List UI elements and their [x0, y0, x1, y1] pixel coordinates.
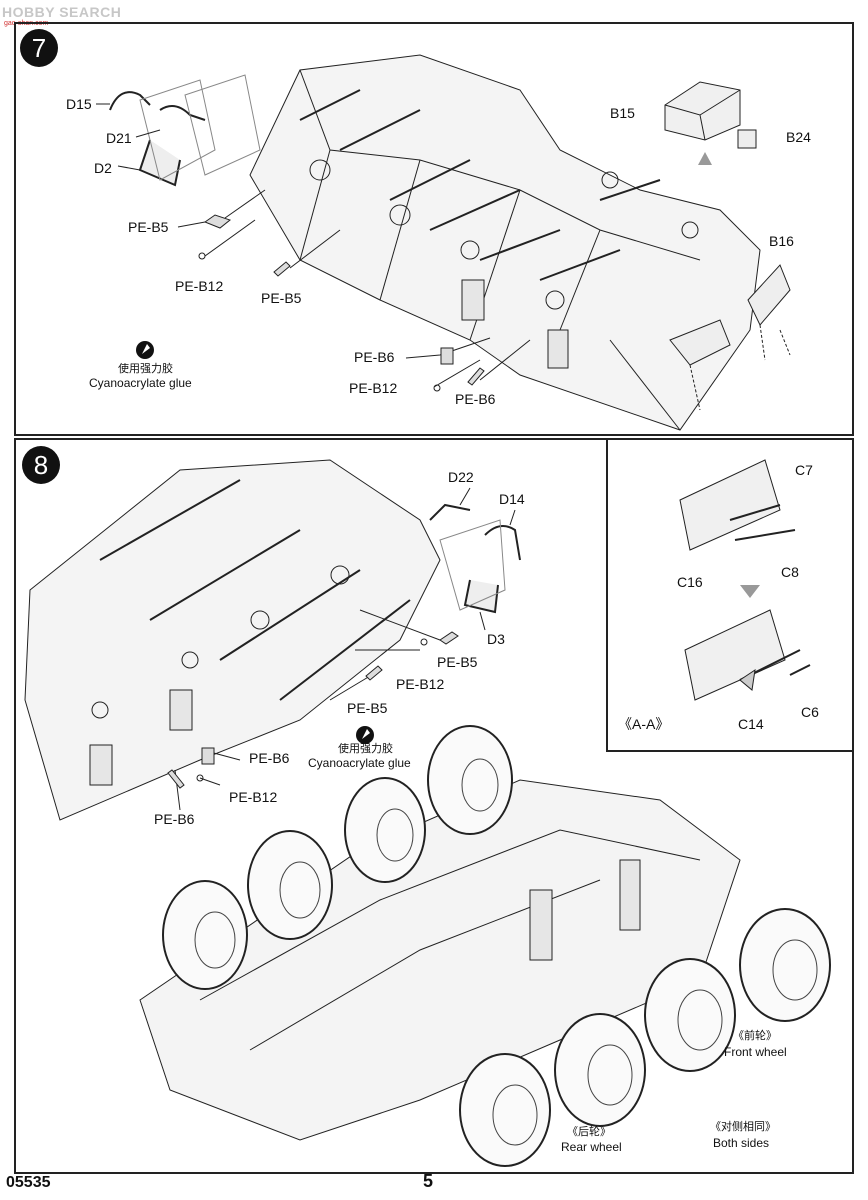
- part-d22: [429, 503, 471, 521]
- step-7-panel: [14, 22, 854, 436]
- label-b15: B15: [610, 105, 635, 121]
- step-8-badge: 8: [22, 446, 60, 484]
- glue-text-en: Cyanoacrylate glue: [89, 376, 192, 390]
- label-pe-b5: PE-B5: [128, 219, 169, 235]
- label-d15: D15: [66, 96, 92, 112]
- wheel-top-4: [162, 880, 248, 990]
- part-pe-b6-b: [467, 367, 485, 386]
- label-pe-b12-b: PE-B12: [349, 380, 398, 396]
- wheel-top-3: [247, 830, 333, 940]
- part-pe-b6: [440, 347, 454, 365]
- glue-text-en-8: Cyanoacrylate glue: [308, 756, 411, 770]
- label-b24: B24: [786, 129, 811, 145]
- watermark-brand: HOBBY SEARCH: [2, 4, 122, 20]
- arrow-down: [740, 585, 760, 598]
- rear-wheel-2: [459, 1053, 551, 1167]
- part-pe-b5-8: [439, 631, 459, 645]
- label-pe-b5-8b: PE-B5: [347, 700, 388, 716]
- part-pe-b6-8b: [167, 769, 185, 789]
- part-d15: [109, 91, 151, 111]
- part-pe-b12-b: [433, 384, 441, 392]
- label-c8: C8: [781, 564, 799, 580]
- label-d21: D21: [106, 130, 132, 146]
- rear-wheel-1: [554, 1013, 646, 1127]
- label-c14: C14: [738, 716, 764, 732]
- glue-text-cn: 使用强力胶: [118, 363, 173, 375]
- label-pe-b6-b: PE-B6: [455, 391, 496, 407]
- front-wheel-1: [739, 908, 831, 1022]
- part-pe-b12-8: [420, 638, 428, 646]
- front-wheel-en: Front wheel: [724, 1045, 787, 1059]
- label-pe-b6: PE-B6: [354, 349, 395, 365]
- detail-a-a-box: [606, 438, 854, 752]
- rear-wheel-cn: 《后轮》: [567, 1126, 611, 1138]
- wheel-top-2: [427, 725, 513, 835]
- label-pe-b5-8: PE-B5: [437, 654, 478, 670]
- label-d14: D14: [499, 491, 525, 507]
- rear-wheel-en: Rear wheel: [561, 1140, 622, 1154]
- part-d2: [138, 139, 181, 187]
- part-pe-b12-8b: [196, 774, 204, 782]
- step-8-panel: [14, 438, 854, 1174]
- both-sides-cn: 《对侧相同》: [710, 1121, 776, 1133]
- page-number: 5: [423, 1171, 434, 1191]
- both-sides-en: Both sides: [713, 1136, 770, 1150]
- front-wheel-2: [644, 958, 736, 1072]
- label-pe-b5-b: PE-B5: [261, 290, 302, 306]
- label-d2: D2: [94, 160, 112, 176]
- step-7-badge: 7: [20, 29, 58, 67]
- part-b24: [737, 129, 757, 149]
- label-pe-b6-8: PE-B6: [249, 750, 290, 766]
- label-c7: C7: [795, 462, 813, 478]
- part-d14: [484, 525, 521, 561]
- label-d3: D3: [487, 631, 505, 647]
- part-pe-b5: [203, 214, 232, 229]
- footer-code: 05535: [6, 1174, 51, 1191]
- wheels: [162, 725, 831, 1167]
- label-c6: C6: [801, 704, 819, 720]
- glue-icon: [136, 341, 154, 359]
- label-b16: B16: [769, 233, 794, 249]
- label-pe-b12-8b: PE-B12: [229, 789, 278, 805]
- label-pe-b12: PE-B12: [175, 278, 224, 294]
- front-wheel-cn: 《前轮》: [733, 1030, 777, 1042]
- label-pe-b12-8: PE-B12: [396, 676, 445, 692]
- detail-plate-bottom: [684, 609, 786, 701]
- glue-text-cn-8: 使用强力胶: [338, 743, 393, 755]
- label-pe-b6-8b: PE-B6: [154, 811, 195, 827]
- part-b15: [664, 81, 741, 141]
- part-b16: [747, 264, 791, 326]
- step-7-hull: [249, 54, 761, 431]
- step-8-hull-upper: [24, 459, 441, 821]
- glue-icon: [356, 726, 374, 744]
- part-pe-b5-8b: [365, 665, 383, 681]
- label-d22: D22: [448, 469, 474, 485]
- part-pe-b6-8: [201, 747, 215, 765]
- detail-section-label: 《A-A》: [618, 716, 670, 732]
- detail-plate-top: [679, 459, 781, 551]
- label-c16: C16: [677, 574, 703, 590]
- part-pe-b12: [198, 252, 206, 260]
- part-pe-b5-b: [273, 261, 291, 277]
